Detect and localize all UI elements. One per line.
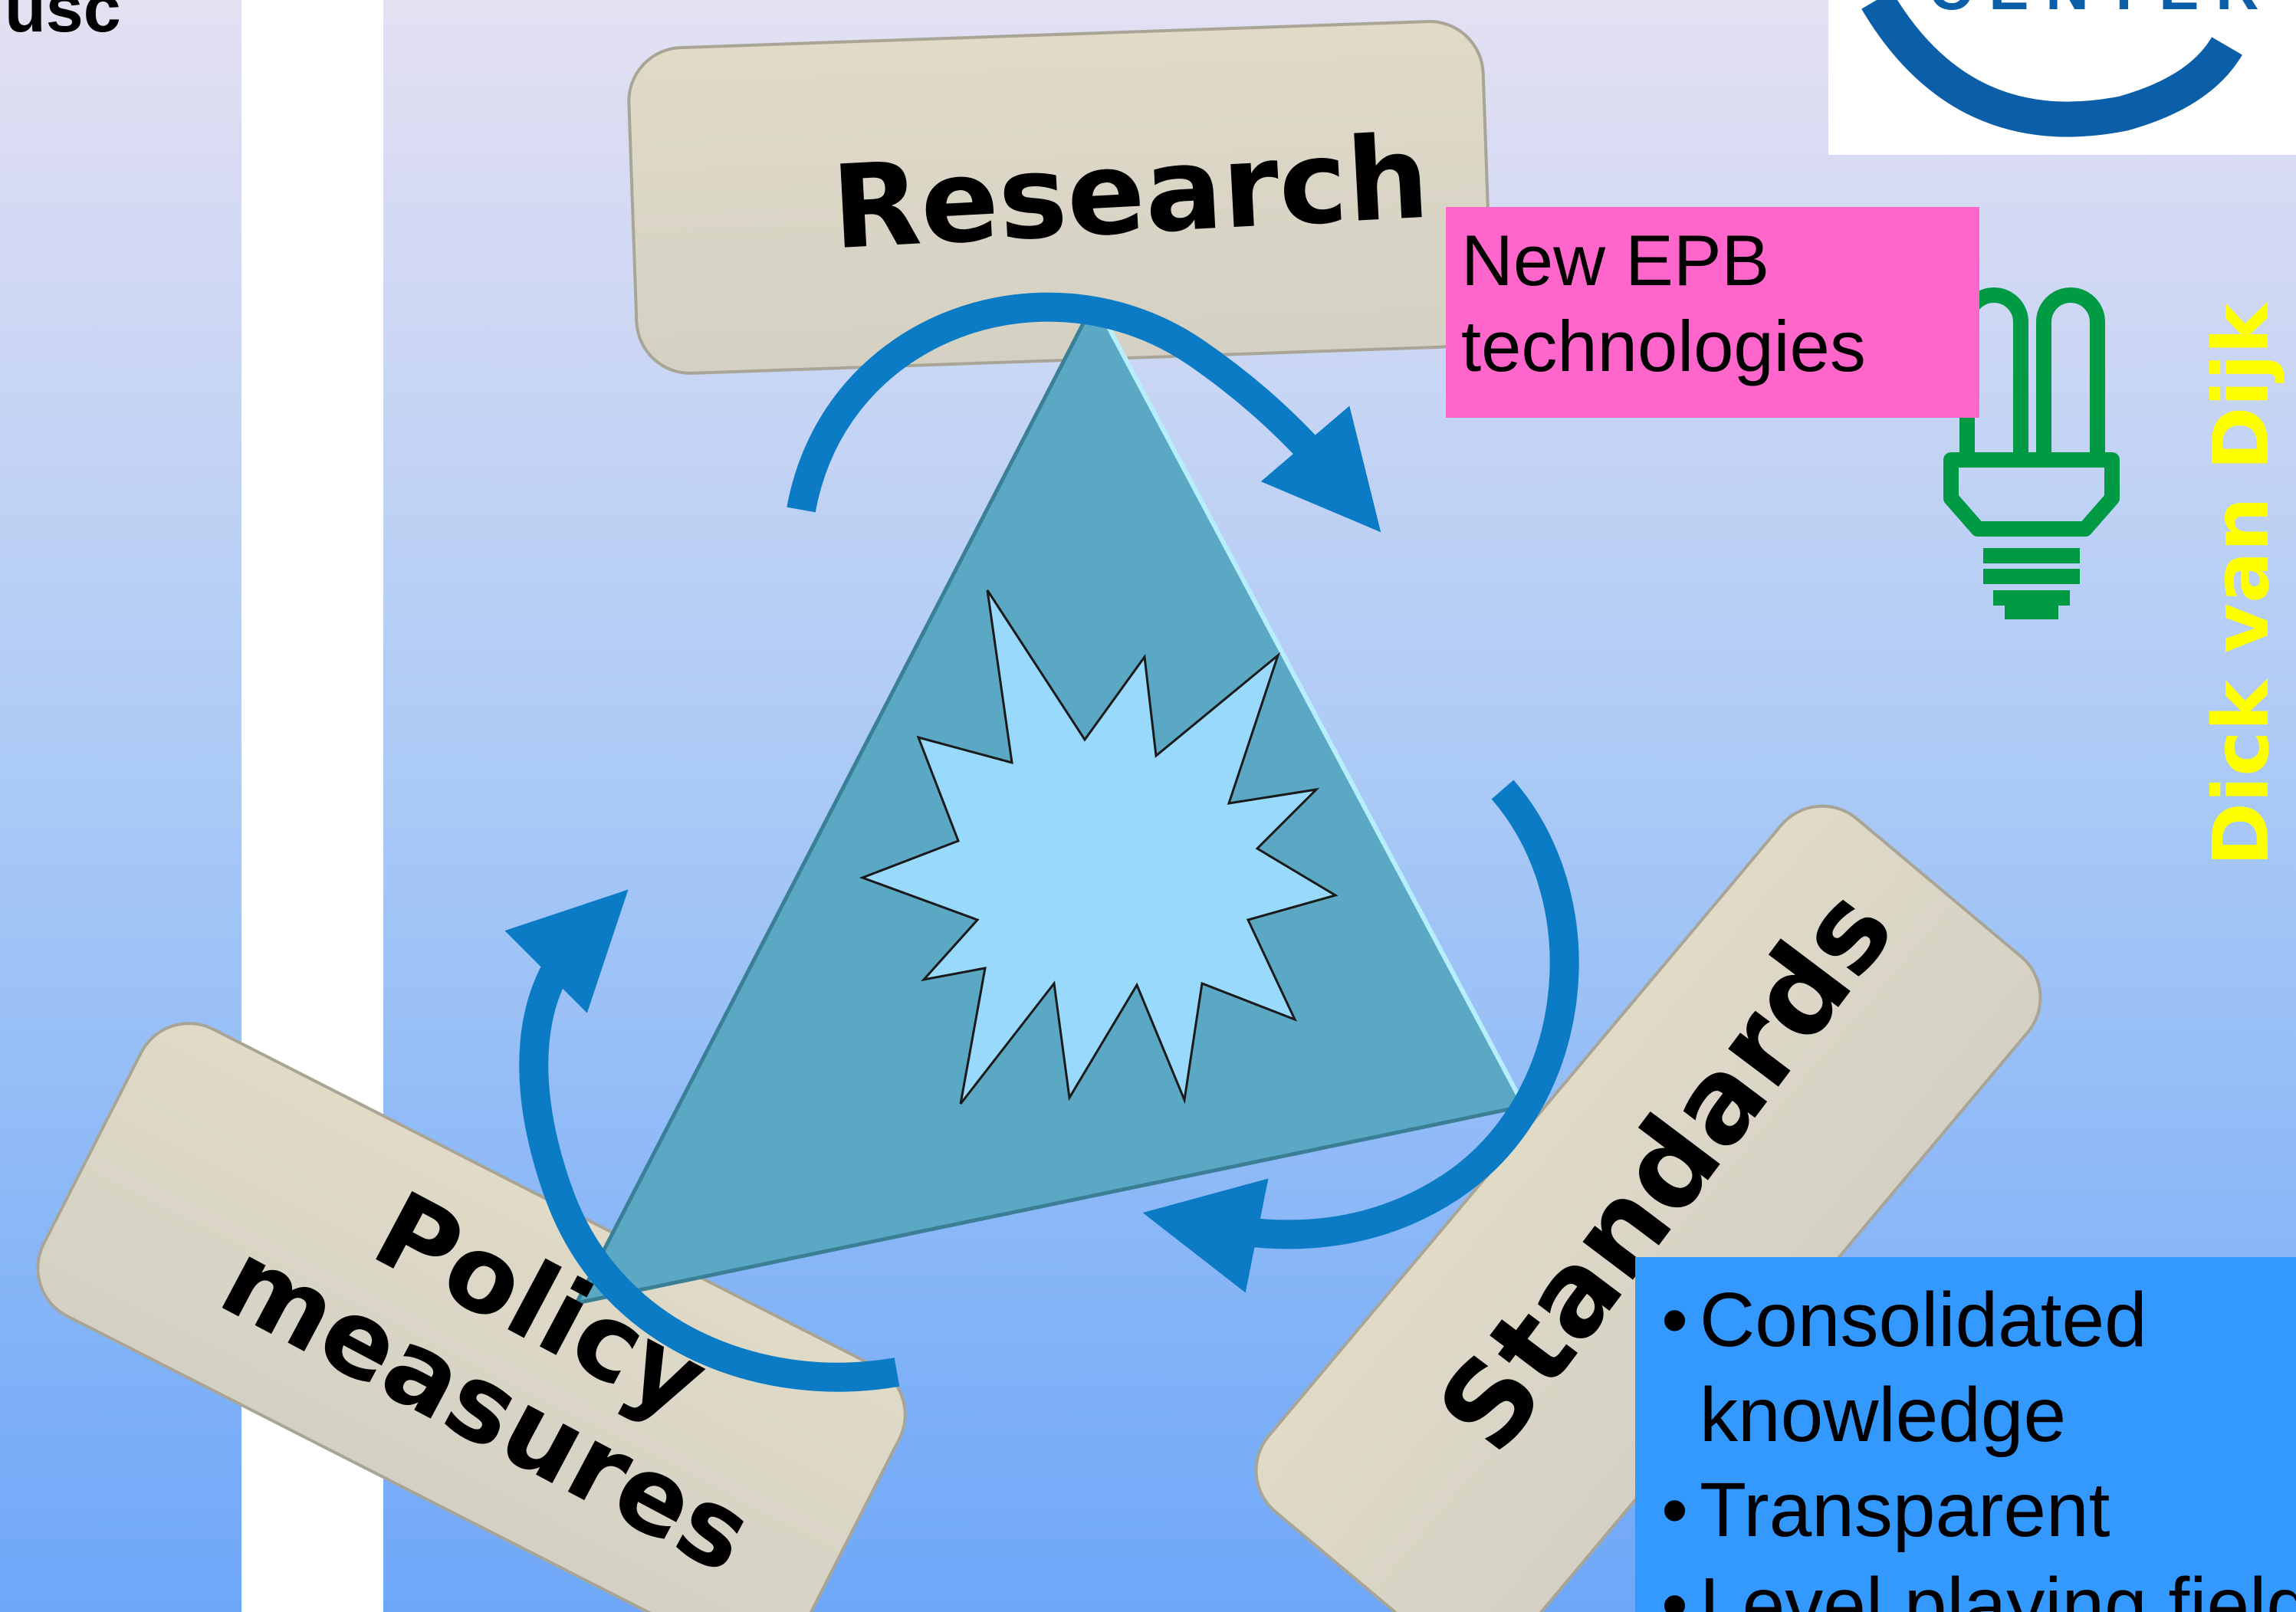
bullet-item-continuation: knowledge xyxy=(1700,1372,2067,1458)
arrow-standards-to-policy xyxy=(1142,780,1579,1293)
policy-box xyxy=(36,1022,907,1612)
logo xyxy=(1828,0,2296,155)
logo-text: CENTER xyxy=(1929,0,2276,24)
arrow-policy-to-research xyxy=(504,889,900,1392)
bullet-item: Transparent xyxy=(1661,1463,2296,1558)
epb-line2: technologies xyxy=(1461,306,1866,386)
starburst-icon xyxy=(859,589,1339,1105)
bullet-item: Consolidated xyxy=(1661,1272,2296,1367)
bullet-box: Consolidated knowledge Transparent Level… xyxy=(1635,1257,2296,1612)
lightbulb-icon xyxy=(1943,287,2120,619)
author-name: Dick van Dijk xyxy=(2196,303,2286,866)
bullet-item: Level playing field xyxy=(1661,1558,2296,1612)
corner-text: usc xyxy=(5,0,121,46)
epb-line1: New EPB xyxy=(1461,220,1770,300)
triangle-highlight-edge xyxy=(1092,300,1526,1108)
epb-technologies-box: New EPB technologies xyxy=(1446,207,1979,418)
arrow-research-to-standards xyxy=(787,292,1381,533)
bullet-list: Consolidated knowledge Transparent Level… xyxy=(1635,1257,2296,1612)
